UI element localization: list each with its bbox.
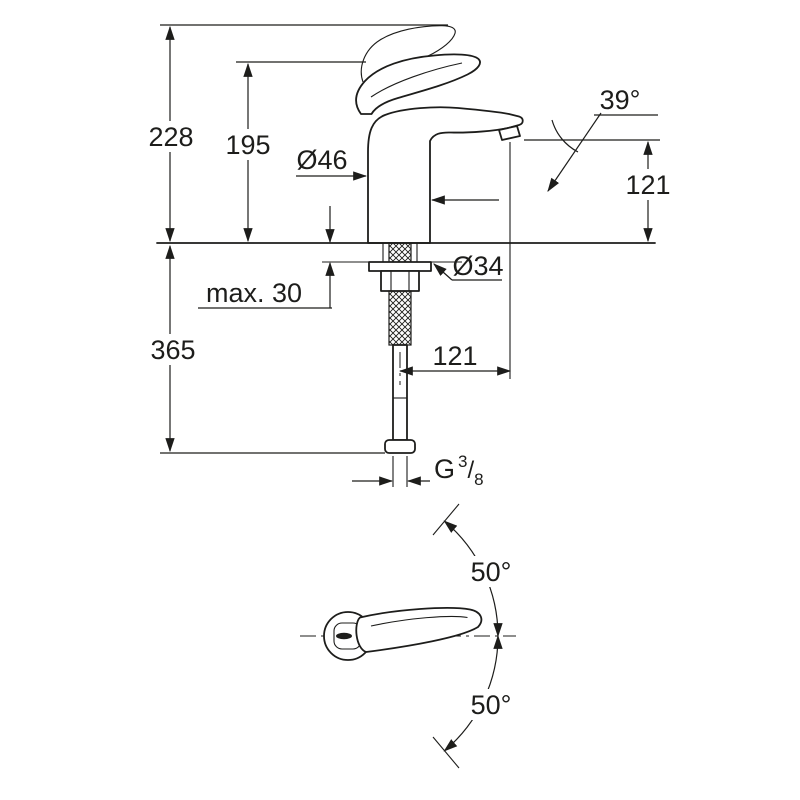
spout-aerator <box>498 125 521 141</box>
faucet-body-spout <box>367 106 524 244</box>
dim-hole-diameter: Ø34 <box>433 251 504 281</box>
handle-lever <box>355 53 481 115</box>
top-view: 50° 50° <box>300 503 519 769</box>
label-backing <box>222 129 274 160</box>
dim-max-thickness: max. 30 <box>198 206 335 309</box>
dim-below-counter: 365 <box>144 244 385 454</box>
handle-accent-line <box>370 62 463 98</box>
label-backing <box>145 121 197 152</box>
dia-body-label: Ø46 <box>296 145 347 175</box>
threaded-shank-upper <box>388 242 412 263</box>
dim-body-diameter: Ø46 <box>296 145 499 205</box>
swing-angle-down-label: 50° <box>471 690 512 720</box>
dim-spray-angle: 39° <box>547 85 658 192</box>
spray-direction-line <box>547 112 602 192</box>
thread-slash: / <box>467 457 474 484</box>
dim-max-thickness-label: max. 30 <box>206 278 302 308</box>
side-view: 228 195 Ø46 39° 121 <box>144 24 674 489</box>
thread-letter: G <box>434 454 455 484</box>
dim-below-counter-label: 365 <box>150 335 195 365</box>
dim-spout-reach-label: 121 <box>432 341 477 371</box>
swing-angle-up-label: 50° <box>471 557 512 587</box>
label-backing <box>622 169 674 200</box>
mounting-nut <box>380 270 420 292</box>
label-backing <box>144 334 202 365</box>
label-backing <box>464 556 519 587</box>
dim-spout-height-label: 121 <box>625 170 670 200</box>
dim-total-height-label: 228 <box>148 122 193 152</box>
leader-arrow <box>433 263 453 281</box>
lever-slot <box>336 632 352 640</box>
g-thread-fitting <box>384 439 416 454</box>
dim-total-height: 228 <box>145 24 448 243</box>
angle-spray-label: 39° <box>600 85 641 115</box>
braided-hose <box>388 290 412 346</box>
thread-denominator: 8 <box>474 470 483 489</box>
swing-extension-line-down <box>432 736 460 769</box>
dim-body-height-label: 195 <box>225 130 270 160</box>
thread-numerator: 3 <box>458 452 467 471</box>
dim-spout-height: 121 <box>524 139 674 243</box>
swing-extension-line-up <box>432 503 460 536</box>
mounting-washer <box>368 261 432 272</box>
dia-hole-label: Ø34 <box>452 251 503 281</box>
angle-arc <box>551 119 579 153</box>
handle-top-outline <box>355 607 483 653</box>
label-backing <box>464 689 519 720</box>
dim-spout-reach: 121 <box>398 142 512 385</box>
dim-body-height: 195 <box>222 61 366 243</box>
